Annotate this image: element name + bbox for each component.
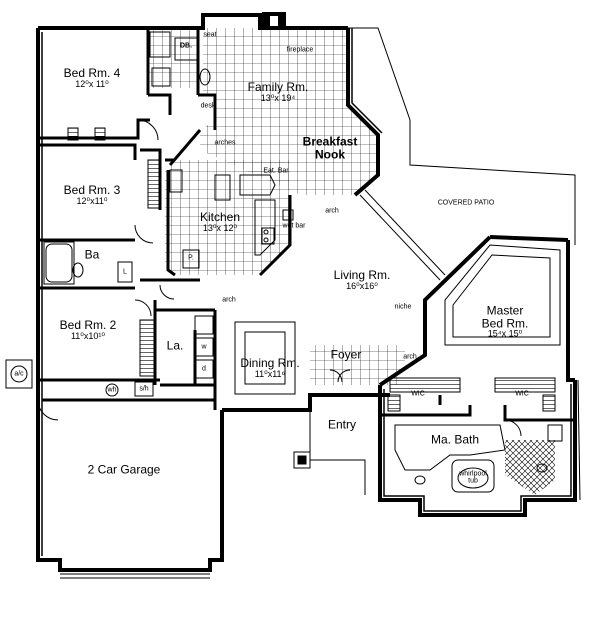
room-name: Family Rm. (247, 79, 309, 94)
label-eat-bar: Eat. Bar (263, 167, 289, 175)
label-arch-master: arch (403, 353, 417, 361)
garage-door (60, 573, 210, 579)
room-dimensions: 12⁰x11⁰ (76, 195, 108, 206)
room-breakfast-nook: Breakfast Nook (302, 134, 358, 161)
room-name: Bed Rm. 2 (59, 317, 117, 332)
room-bed-rm-3: Bed Rm. 3 12⁰x11⁰ (64, 184, 121, 206)
label-linen: L (123, 268, 127, 276)
room-bath: Ba (84, 247, 100, 262)
room-dimensions: 12⁰x 11⁰ (75, 78, 109, 89)
label-arch-hall: arch (222, 296, 236, 304)
room-name: Living Rm. (333, 267, 391, 282)
room-name: Bed Rm. 4 (63, 65, 121, 80)
room-dimensions: 13⁰x 12⁰ (202, 222, 238, 233)
room-dimensions: 13⁰x 19⁴ (260, 92, 296, 103)
room-dimensions: 11⁰x11⁶ (254, 368, 286, 379)
closets (67, 127, 556, 412)
label-covered-patio: COVERED PATIO (437, 199, 495, 207)
room-name: Dining Rm. (240, 355, 300, 370)
room-bed-rm-4: Bed Rm. 4 12⁰x 11⁰ (64, 67, 121, 89)
label-ac: a/c (14, 370, 24, 378)
patio-outline (5, 27, 581, 501)
room-dimensions: 16⁰x16⁰ (346, 280, 378, 291)
exterior-walls (36, 13, 577, 572)
label-desk: desk (200, 102, 216, 110)
label-seat: seat (203, 31, 217, 39)
room-laundry: La. (166, 338, 184, 353)
room-bed-rm-2: Bed Rm. 2 11⁰x10¹⁰ (60, 319, 117, 341)
label-whirlpool-tub: whirlpool tub (459, 470, 487, 485)
label-niche: niche (394, 303, 412, 311)
label-arch-nook: arch (325, 207, 339, 215)
fireplace (262, 12, 286, 30)
room-name: Master Bed Rm. (481, 303, 529, 331)
room-entry: Entry (327, 417, 357, 432)
room-ma-bath: Ma. Bath (430, 432, 480, 447)
label-sh: s/h (139, 385, 149, 393)
room-dining-rm: Dining Rm. 11⁰x11⁶ (240, 357, 299, 379)
label-wh: wh (107, 386, 117, 394)
room-family-rm: Family Rm. 13⁰x 19⁴ (248, 81, 309, 103)
fixtures (43, 31, 563, 493)
room-dimensions: 15⁴x 15⁰ (487, 328, 523, 339)
label-wet-bar: wet bar (282, 222, 306, 230)
ceiling-trays (234, 244, 561, 471)
label-arches: arches (214, 139, 236, 147)
label-fireplace: fireplace (286, 46, 314, 54)
room-name: Bed Rm. 3 (63, 182, 121, 197)
room-name: Kitchen (199, 209, 241, 224)
room-kitchen: Kitchen 13⁰x 12⁰ (200, 211, 240, 233)
room-2-car-garage: 2 Car Garage (87, 462, 161, 477)
label-dryer: d (202, 365, 206, 373)
label-db: DB. (179, 42, 193, 50)
tiled-floors (148, 28, 555, 495)
room-foyer: Foyer (330, 347, 362, 362)
room-living-rm: Living Rm. 16⁰x16⁰ (334, 269, 391, 291)
label-wic-left: WIC (411, 390, 425, 398)
label-wic-right: WIC (515, 390, 529, 398)
doors (37, 119, 522, 437)
room-dimensions: 11⁰x10¹⁰ (70, 330, 106, 341)
label-washer: w (201, 343, 207, 351)
label-pantry: P. (188, 254, 194, 262)
room-master-bed-rm: Master Bed Rm. 15⁴x 15⁰ (481, 303, 529, 340)
equipment (10, 365, 154, 397)
